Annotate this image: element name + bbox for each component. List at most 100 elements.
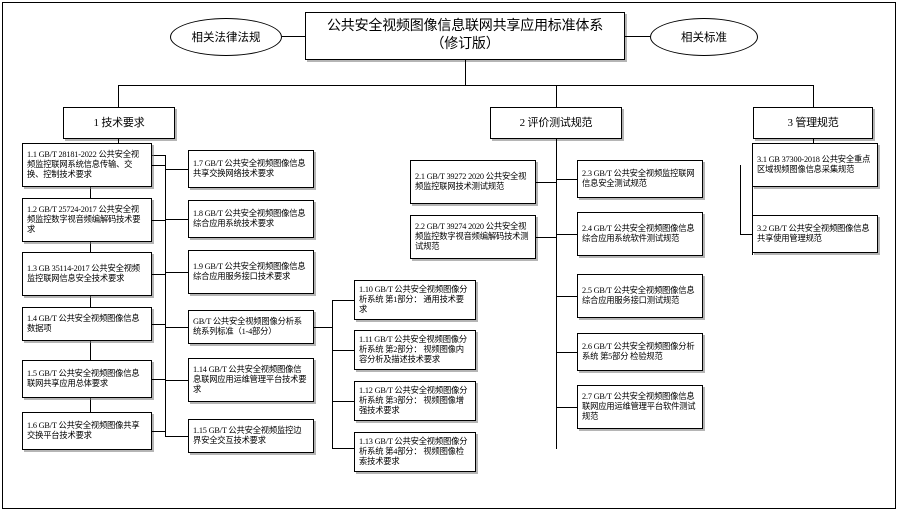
stub-1-12 xyxy=(332,401,354,402)
spine-tech-col3 xyxy=(332,300,333,448)
std-box-1-11: 1.11 GB/T 公共安全视频图像分析系统 第2部分： 视频图像内容分析及描述… xyxy=(354,330,476,370)
left-ellipse-laws: 相关法律法规 xyxy=(170,18,282,56)
std-box-2-3: 2.3 GB/T 公共安全视频监控联网信息安全测试规范 xyxy=(577,160,703,198)
std-text: 2.1 GB/T 39272 2020 公共安全视频监控联网技术测试规范 xyxy=(415,172,527,191)
std-text: 1.3 GB 35114-2017 公共安全视频监控联网信息安全技术要求 xyxy=(27,264,140,283)
stub-1-10 xyxy=(332,300,354,301)
std-box-1-6: 1.6 GB/T 公共安全视频图像共享交换平台技术要求 xyxy=(22,412,152,450)
connector-drop-manage xyxy=(813,85,814,107)
std-box-1-7: 1.7 GB/T 公共安全视频图像信息共享交换网络技术要求 xyxy=(188,150,314,188)
std-text: 2.7 GB/T 公共安全视频图像信息联网应用运维管理平台软件测试规范 xyxy=(582,392,696,421)
right-ellipse-label: 相关标准 xyxy=(681,32,727,44)
connector-root-stem xyxy=(465,60,466,85)
std-text: 1.13 GB/T 公共安全视频图像分析系统 第4部分： 视频图像检索技术要求 xyxy=(359,437,468,466)
spine-manage-drop xyxy=(740,165,741,234)
std-box-1-4: 1.4 GB/T 公共安全视频图像信息数据项 xyxy=(22,307,152,341)
std-text: 1.9 GB/T 公共安全视频图像信息综合应用服务接口技术要求 xyxy=(193,262,306,281)
std-box-3-1: 3.1 GB 37300-2018 公共安全重点区域视频图像信息采集规范 xyxy=(752,143,878,187)
connector-drop-tech xyxy=(118,85,119,107)
std-box-1-10: 1.10 GB/T 公共安全视频图像分析系统 第1部分： 通用技术要求 xyxy=(354,280,476,320)
std-box-2-7: 2.7 GB/T 公共安全视频图像信息联网应用运维管理平台软件测试规范 xyxy=(577,385,703,429)
std-box-1-8: 1.8 GB/T 公共安全视频图像信息综合应用系统技术要求 xyxy=(188,200,314,238)
stub-2-3 xyxy=(556,179,577,180)
stub-1-9 xyxy=(165,272,188,273)
stub-1-11 xyxy=(332,350,354,351)
root-title-line2: （修订版） xyxy=(430,37,500,52)
stub-1-7 xyxy=(165,169,188,170)
std-box-2-1: 2.1 GB/T 39272 2020 公共安全视频监控联网技术测试规范 xyxy=(410,160,536,204)
std-box-2-4: 2.4 GB/T 公共安全视频图像信息综合应用系统软件测试规范 xyxy=(577,212,703,256)
branch-eval-label: 2 评价测试规范 xyxy=(519,116,593,129)
stub-1-8 xyxy=(165,219,188,220)
std-text: 1.11 GB/T 公共安全视频图像分析系统 第2部分： 视频图像内容分析及描述… xyxy=(359,335,467,364)
std-text: 1.10 GB/T 公共安全视频图像分析系统 第1部分： 通用技术要求 xyxy=(359,285,468,314)
std-text: 2.4 GB/T 公共安全视频图像信息综合应用系统软件测试规范 xyxy=(582,224,695,243)
branch-tech-label: 1 技术要求 xyxy=(93,116,145,129)
stub-1-3 xyxy=(152,274,165,275)
stub-1-14 xyxy=(165,380,188,381)
connector-right-ellipse xyxy=(625,36,650,37)
std-box-2-5: 2.5 GB/T 公共安全视频图像信息综合应用服务接口测试规范 xyxy=(577,274,703,318)
std-box-1-12: 1.12 GB/T 公共安全视频图像分析系统 第3部分： 视频图像增强技术要求 xyxy=(354,381,476,421)
std-text: 1.6 GB/T 公共安全视频图像共享交换平台技术要求 xyxy=(27,421,140,440)
stub-3-2 xyxy=(740,234,752,235)
connector-top-bus xyxy=(118,85,813,86)
connector-eval-stem xyxy=(556,139,557,449)
stub-1-4 xyxy=(152,324,165,325)
std-text: 1.5 GB/T 公共安全视频图像信息联网共享应用总体要求 xyxy=(27,369,140,388)
stub-2-1 xyxy=(536,182,556,183)
branch-management: 3 管理规范 xyxy=(753,107,873,139)
stub-2-2 xyxy=(536,237,556,238)
std-text: 1.7 GB/T 公共安全视频图像信息共享交换网络技术要求 xyxy=(193,159,306,178)
right-ellipse-standards: 相关标准 xyxy=(650,18,758,56)
std-text: GB/T 公共安全视频图像分析系统系列标准（1-4部分） xyxy=(193,317,302,336)
stub-1-1 xyxy=(152,165,165,166)
std-text: 1.2 GB/T 25724-2017 公共安全视频监控数字视音频编解码技术要求 xyxy=(27,205,141,234)
left-ellipse-label: 相关法律法规 xyxy=(191,32,261,44)
std-box-1-9: 1.9 GB/T 公共安全视频图像信息综合应用服务接口技术要求 xyxy=(188,250,314,294)
stub-1-2 xyxy=(152,220,165,221)
std-text: 2.3 GB/T 公共安全视频监控联网信息安全测试规范 xyxy=(582,169,695,188)
branch-manage-label: 3 管理规范 xyxy=(787,116,839,129)
root-title-line1: 公共安全视频图像信息联网共享应用标准体系 xyxy=(327,18,603,34)
std-box-2-2: 2.2 GB/T 39274 2020 公共安全视频监控数字视音频编解码技术测试… xyxy=(410,215,536,259)
std-text: 1.14 GB/T 公共安全视频图像信息联网应用运维管理平台技术要求 xyxy=(193,365,307,394)
stub-1-series xyxy=(165,327,188,328)
connector-left-ellipse xyxy=(282,36,305,37)
std-box-1-5: 1.5 GB/T 公共安全视频图像信息联网共享应用总体要求 xyxy=(22,360,152,398)
stub-2-5 xyxy=(556,296,577,297)
spine-tech-col2 xyxy=(165,155,166,436)
std-box-1-2: 1.2 GB/T 25724-2017 公共安全视频监控数字视音频编解码技术要求 xyxy=(22,198,152,242)
std-text: 2.5 GB/T 公共安全视频图像信息综合应用服务接口测试规范 xyxy=(582,286,695,305)
connector-drop-eval xyxy=(556,85,557,107)
spine-tech-col1 xyxy=(90,155,91,448)
branch-tech-requirements: 1 技术要求 xyxy=(63,107,175,139)
std-box-3-2: 3.2 GB/T 公共安全视频图像信息共享使用管理规范 xyxy=(752,215,878,253)
std-text: 1.1 GB/T 28181-2022 公共安全视频监控联网系统信息传输、交换、… xyxy=(27,150,139,179)
stub-1-5 xyxy=(152,379,165,380)
std-box-1-1: 1.1 GB/T 28181-2022 公共安全视频监控联网系统信息传输、交换、… xyxy=(22,143,152,187)
std-box-1-15: 1.15 GB/T 公共安全视频监控边界安全交互技术要求 xyxy=(188,419,314,453)
std-box-1-13: 1.13 GB/T 公共安全视频图像分析系统 第4部分： 视频图像检索技术要求 xyxy=(354,432,476,472)
stub-2-7 xyxy=(556,407,577,408)
std-box-2-6: 2.6 GB/T 公共安全视频图像分析系统 第5部分 检验规范 xyxy=(577,333,703,371)
std-box-1-3: 1.3 GB 35114-2017 公共安全视频监控联网信息安全技术要求 xyxy=(22,252,152,296)
std-text: 2.2 GB/T 39274 2020 公共安全视频监控数字视音频编解码技术测试… xyxy=(415,222,529,251)
std-text: 1.12 GB/T 公共安全视频图像分析系统 第3部分： 视频图像增强技术要求 xyxy=(359,386,468,415)
branch-eval-test: 2 评价测试规范 xyxy=(490,107,622,139)
std-text: 3.2 GB/T 公共安全视频图像信息共享使用管理规范 xyxy=(757,224,870,243)
stub-2-4 xyxy=(556,234,577,235)
stub-1-6 xyxy=(152,431,165,432)
std-box-1-series: GB/T 公共安全视频图像分析系统系列标准（1-4部分） xyxy=(188,310,314,344)
spine-manage xyxy=(752,165,753,255)
std-text: 3.1 GB 37300-2018 公共安全重点区域视频图像信息采集规范 xyxy=(757,155,871,174)
stub-1-15 xyxy=(165,436,188,437)
root-node: 公共安全视频图像信息联网共享应用标准体系 （修订版） xyxy=(305,12,625,60)
stub-1-13 xyxy=(332,448,354,449)
std-text: 1.4 GB/T 公共安全视频图像信息数据项 xyxy=(27,314,140,333)
std-text: 1.15 GB/T 公共安全视频监控边界安全交互技术要求 xyxy=(193,426,302,445)
std-text: 2.6 GB/T 公共安全视频图像分析系统 第5部分 检验规范 xyxy=(582,342,695,361)
stub-2-6 xyxy=(556,352,577,353)
